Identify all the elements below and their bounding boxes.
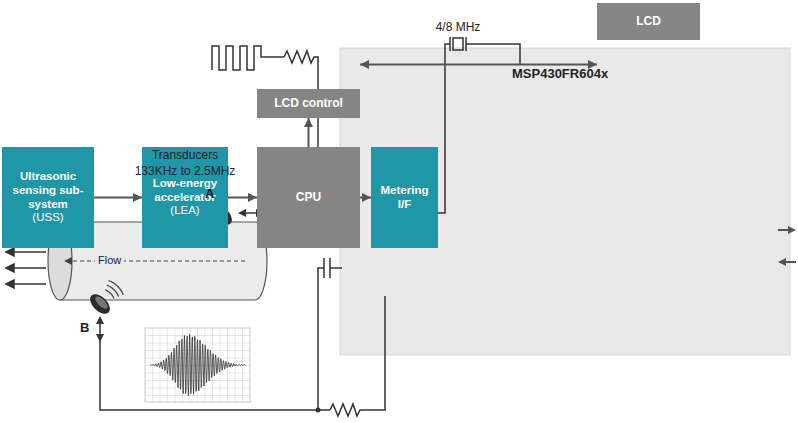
wire — [100, 318, 330, 410]
connector-arrow — [360, 197, 371, 199]
block-name: Metering I/F — [376, 184, 433, 212]
arrow-head — [96, 316, 104, 324]
flow-label: Flow — [95, 254, 124, 267]
arrow-head — [6, 264, 14, 272]
waveform-frame — [145, 328, 250, 402]
crystal-symbol — [453, 38, 463, 50]
transducer — [87, 291, 114, 318]
transducer-label: B — [80, 320, 89, 336]
sound-wave-arc — [105, 290, 114, 298]
part-label: Transducers — [120, 148, 250, 162]
arrow-head — [6, 248, 14, 256]
block-name: Ultrasonic sensing sub-system — [7, 170, 89, 211]
process-box: Ultrasonic sensing sub-system(USS) — [2, 147, 94, 248]
sound-wave-arc — [107, 285, 119, 296]
grid-line — [145, 335, 250, 336]
transducer-face — [93, 294, 109, 310]
square-wave — [212, 46, 284, 70]
resistor-symbol — [330, 296, 385, 416]
block-name: LCD control — [274, 96, 343, 110]
process-box: CPU — [257, 147, 360, 248]
connector-arrow — [94, 197, 142, 199]
sound-wave-arc — [109, 281, 124, 295]
wire — [330, 267, 342, 269]
block-abbreviation: (LEA) — [170, 204, 199, 218]
grid-line — [145, 395, 250, 396]
connector-arrow — [228, 197, 257, 199]
crystal-symbol — [450, 37, 466, 51]
process-box: Low-energy accelerator(LEA) — [142, 147, 228, 248]
outflow-arrow — [14, 283, 46, 285]
waveform-burst — [150, 334, 246, 395]
grid-line — [145, 388, 250, 389]
arrow-head — [64, 257, 72, 265]
arrow-head — [778, 258, 786, 266]
outflow-arrow — [14, 251, 46, 253]
connector-arrow — [308, 118, 310, 147]
process-box: Metering I/F — [371, 147, 438, 248]
wire — [466, 44, 520, 64]
input-arrow — [786, 261, 796, 263]
block-name: CPU — [296, 190, 321, 204]
frequency-label: 133KHz to 2.5MHz — [120, 164, 250, 178]
block-name: LCD — [636, 14, 661, 28]
output-arrow — [778, 229, 789, 231]
outflow-arrow — [14, 267, 46, 269]
arrow-head — [96, 334, 104, 342]
grid-line — [145, 380, 250, 381]
grid-line — [145, 373, 250, 374]
grid-line — [145, 358, 250, 359]
arrow-head — [6, 280, 14, 288]
capacitor-symbol — [324, 258, 330, 278]
process-box: LCD control — [257, 89, 360, 118]
chip-panel — [340, 48, 790, 355]
arrow-head — [238, 209, 246, 217]
arrow-head — [788, 226, 796, 234]
display-box: LCD — [597, 3, 700, 40]
connector-arrow — [360, 64, 597, 66]
frequency-label: 4/8 MHz — [423, 20, 493, 34]
chip-name: MSP430FR604x — [512, 66, 608, 82]
block-abbreviation: (USS) — [32, 211, 63, 225]
transducer-label: A — [205, 186, 214, 202]
waveform-grid — [145, 328, 250, 402]
wire — [318, 268, 324, 410]
junction-dot — [316, 408, 321, 413]
transducer-body — [87, 291, 114, 318]
chip-panel: MSP430FR604xLCD controlUltrasonic sensin… — [340, 48, 790, 355]
